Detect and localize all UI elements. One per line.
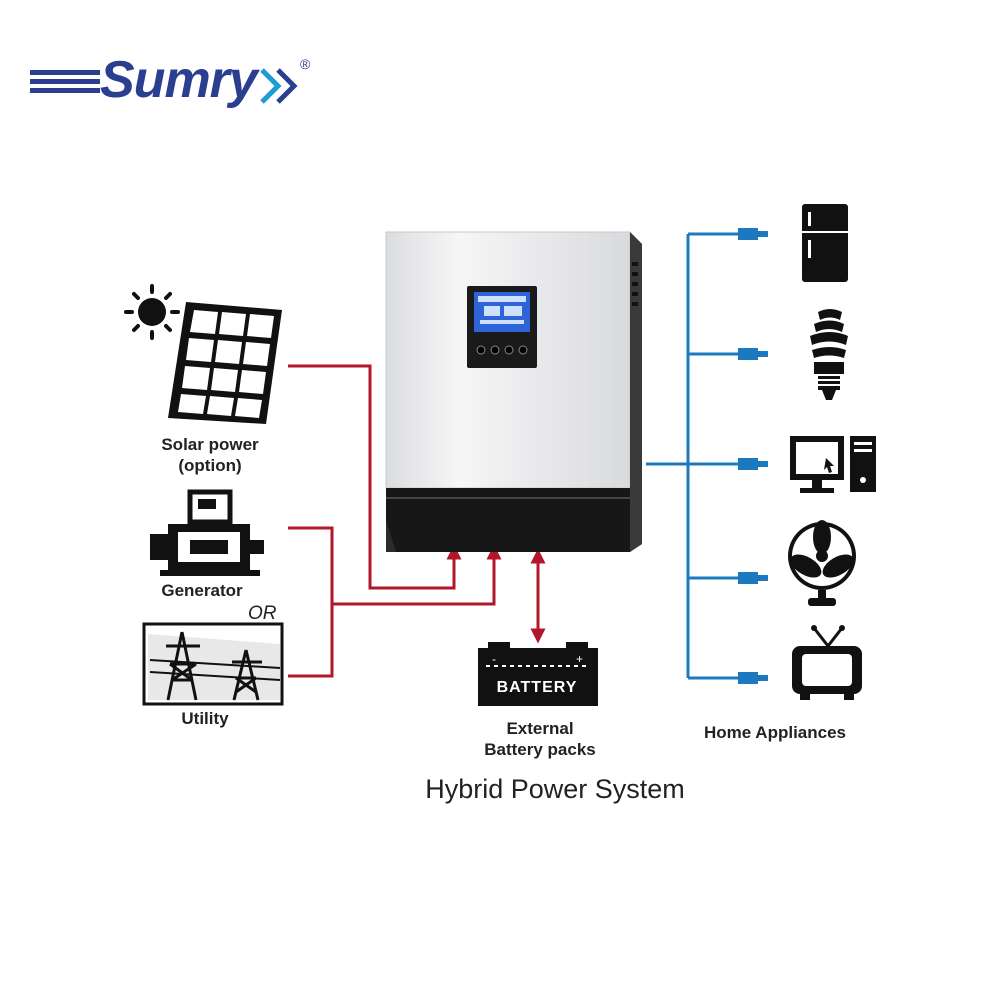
input-wiring [288,364,546,678]
inverter-buttons [476,345,528,355]
or-label: OR [248,603,277,624]
computer-icon [790,436,876,493]
plug-connectors [738,228,768,684]
solar-label-line2: (option) [178,456,242,475]
diagram-title: Hybrid Power System [425,774,685,804]
solar-panel-icon [168,302,282,424]
power-pylon-icon [142,622,284,706]
light-bulb-icon [810,309,848,400]
chevrons-icon [260,68,298,104]
utility-label: Utility [181,709,229,728]
hybrid-inverter [385,231,642,552]
home-appliances-label: Home Appliances [703,723,847,742]
battery-box-label: BATTERY [496,679,578,696]
battery-caption: External Battery packs [460,718,620,760]
refrigerator-icon [802,204,848,282]
svg-text:+: + [576,652,583,666]
output-wiring [646,232,740,680]
generator-icon [150,489,264,576]
speed-lines-icon [30,70,100,93]
tv-icon [792,625,862,700]
battery-caption-line2: Battery packs [484,740,596,759]
registered-mark: ® [300,56,311,72]
solar-label-line1: Solar power [161,435,259,454]
fan-icon [788,520,856,606]
svg-text:-: - [492,652,496,666]
solar-label: Solar power (option) [140,434,280,476]
battery-caption-line1: External [506,719,574,738]
generator-label: Generator [161,581,243,600]
sun-icon [124,284,180,340]
brand-name: Sumry [100,51,258,109]
battery-icon: - + [478,642,598,706]
